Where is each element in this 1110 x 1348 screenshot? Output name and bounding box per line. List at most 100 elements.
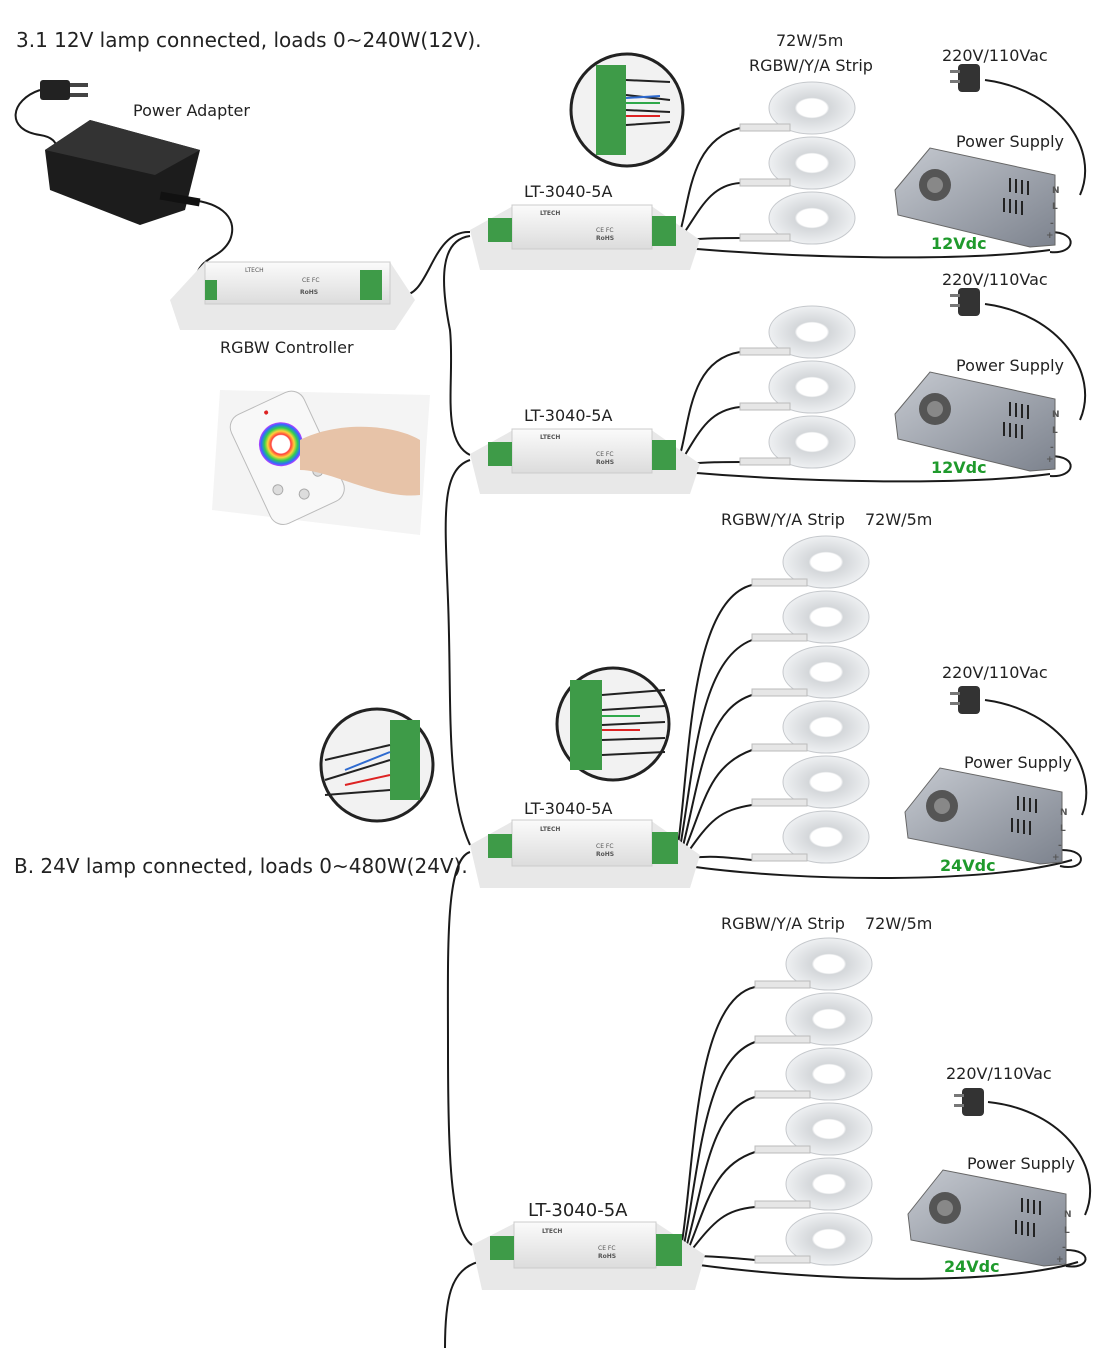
led-strip-icon [754, 992, 873, 1046]
svg-text:+: + [1056, 1255, 1064, 1265]
amp-1-cert: CE FC [596, 227, 614, 234]
strip-group-4-type: RGBW/Y/A Strip [721, 914, 845, 933]
psu-3-output: 24Vdc [940, 856, 996, 875]
led-strip-icon [751, 645, 870, 699]
ac-plug-icon [950, 288, 980, 316]
power-adapter [40, 80, 201, 225]
svg-text:-: - [1058, 841, 1062, 851]
rgbw-controller-label: RGBW Controller [220, 338, 354, 357]
power-supply-4: NL - + [907, 1088, 1072, 1267]
controller-brand: LTECH [245, 267, 264, 274]
ac-plug-icon [950, 686, 980, 714]
remote-control-icon [212, 390, 430, 535]
amplifier-3: LTECH CE FC RoHS [470, 819, 700, 888]
svg-text:-: - [1062, 1243, 1066, 1253]
section-b-heading: B. 24V lamp connected, loads 0~480W(24V)… [14, 854, 468, 878]
amp-1-brand: LTECH [540, 210, 560, 217]
ac-plug-icon [40, 80, 88, 100]
psu-1-output: 12Vdc [931, 234, 987, 253]
led-strip-icon [754, 1212, 873, 1266]
amp-4-brand: LTECH [542, 1228, 562, 1235]
amplifier-3-model: LT-3040-5A [524, 799, 613, 818]
adapter-icon [45, 120, 201, 225]
svg-text:L: L [1052, 426, 1058, 436]
power-supply-1: NL - + [894, 64, 1060, 248]
psu-4-input: 220V/110Vac [946, 1064, 1052, 1083]
led-strip-icon [754, 1047, 873, 1101]
psu-4-label: Power Supply [967, 1154, 1075, 1173]
amplifier-1: LTECH CE FC RoHS [470, 204, 700, 270]
amp-2-brand: LTECH [540, 434, 560, 441]
led-strip-icon [739, 191, 856, 245]
psu-2-terminals: NL-+ [1046, 410, 1060, 465]
power-supply-icon [894, 371, 1056, 472]
amp-3-brand: LTECH [540, 826, 560, 833]
svg-text:N: N [1060, 808, 1068, 818]
psu-4-terminals: NL - + [1056, 1210, 1072, 1265]
svg-text:L: L [1064, 1226, 1070, 1236]
led-strip-icon [739, 415, 856, 469]
led-strip-icon [739, 305, 856, 359]
led-strip-icon [751, 755, 870, 809]
led-strip-icon [739, 136, 856, 190]
power-supply-3: NL-+ [904, 686, 1068, 865]
amplifier-4-model: LT-3040-5A [528, 1200, 628, 1221]
power-supply-2: NL-+ [894, 288, 1060, 472]
amp-3-cert: CE FC [596, 843, 614, 850]
strip-group-1-type: RGBW/Y/A Strip [749, 56, 873, 75]
psu-3-terminals: NL-+ [1052, 808, 1068, 863]
strip-reels [739, 81, 873, 1266]
led-strip-icon [754, 937, 873, 991]
psu-4-output: 24Vdc [944, 1257, 1000, 1276]
controller-rohs: RoHS [300, 289, 318, 296]
psu-1-terminals: NL - + [1046, 186, 1060, 241]
led-strip-icon [751, 535, 870, 589]
svg-text:N: N [1064, 1210, 1072, 1220]
power-adapter-label: Power Adapter [133, 101, 250, 120]
svg-text:-: - [1050, 219, 1054, 229]
led-strip-icon [751, 700, 870, 754]
amp-1-rohs: RoHS [596, 235, 614, 242]
led-strip-icon [739, 81, 856, 135]
section-a-heading: 3.1 12V lamp connected, loads 0~240W(12V… [16, 28, 482, 52]
ac-plug-icon [954, 1088, 984, 1116]
led-strip-icon [751, 590, 870, 644]
amp-3-rohs: RoHS [596, 851, 614, 858]
led-strip-icon [739, 360, 856, 414]
magnifier-icon [319, 707, 435, 823]
led-strip-icon [751, 810, 870, 864]
svg-text:+: + [1046, 231, 1054, 241]
led-strip-icon [754, 1157, 873, 1211]
psu-1-label: Power Supply [956, 132, 1064, 151]
amp-4-rohs: RoHS [598, 1253, 616, 1260]
psu-1-input: 220V/110Vac [942, 46, 1048, 65]
wires [14, 79, 1091, 1348]
power-supply-icon [907, 1169, 1067, 1267]
power-supply-icon [894, 147, 1056, 248]
strip-group-1-power: 72W/5m [776, 31, 844, 50]
amp-4-cert: CE FC [598, 1245, 616, 1252]
amplifier-4: LTECH CE FC RoHS [472, 1221, 705, 1290]
magnifier-icon [569, 52, 685, 168]
svg-text:+: + [1046, 455, 1054, 465]
led-strip-icon [754, 1102, 873, 1156]
amp-2-cert: CE FC [596, 451, 614, 458]
svg-text:+: + [1052, 853, 1060, 863]
magnifier-icon [555, 666, 671, 782]
psu-3-label: Power Supply [964, 753, 1072, 772]
svg-text:N: N [1052, 186, 1060, 196]
psu-2-output: 12Vdc [931, 458, 987, 477]
amplifier-2: LTECH CE FC RoHS [470, 428, 700, 494]
rgbw-controller: LTECH CE FC RoHS [170, 261, 415, 330]
strip-group-3-power: 72W/5m [865, 510, 933, 529]
psu-3-input: 220V/110Vac [942, 663, 1048, 682]
controller-cert: CE FC [302, 277, 320, 284]
svg-text:-: - [1050, 443, 1054, 453]
amplifier-1-model: LT-3040-5A [524, 182, 613, 201]
amp-2-rohs: RoHS [596, 459, 614, 466]
svg-text:L: L [1052, 202, 1058, 212]
power-supply-icon [904, 767, 1063, 865]
psu-2-input: 220V/110Vac [942, 270, 1048, 289]
psu-2-label: Power Supply [956, 356, 1064, 375]
